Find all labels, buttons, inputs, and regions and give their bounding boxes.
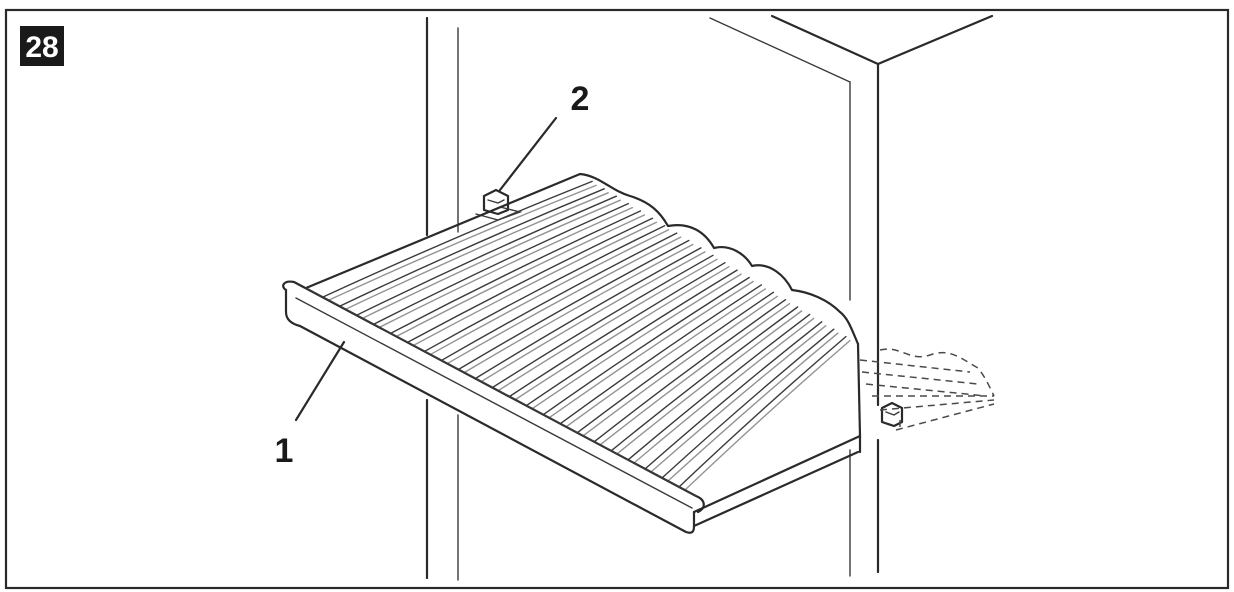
callout-1: 1 (275, 340, 346, 470)
shelf-groove-line (559, 284, 762, 425)
shelf-groove-line (322, 180, 593, 298)
shelf-groove-line (396, 214, 646, 337)
shelf-groove-line (356, 195, 617, 316)
shelf-groove-line (542, 276, 750, 416)
shelf-support-right (880, 401, 904, 428)
shelf-groove-line (390, 210, 642, 334)
shelf-groove-line (345, 192, 609, 310)
shelf-groove-line (627, 313, 811, 461)
diagram-frame (4, 8, 1230, 590)
shelf-groove-line (616, 310, 803, 455)
shelf-groove-line (548, 280, 754, 419)
shelf-groove-line (373, 202, 629, 325)
shelf-groove-line (474, 247, 702, 380)
figure-number: 28 (25, 31, 58, 64)
shelf-groove-line (661, 328, 835, 479)
shelf-groove-line (678, 335, 847, 488)
shelf-groove-line (441, 232, 678, 361)
shelf-groove-line (593, 299, 787, 443)
shelf-groove-line (525, 269, 738, 407)
shelf-front-rail (282, 280, 862, 534)
shelf-groove-line (565, 288, 766, 428)
shelf-groove-line (644, 321, 823, 470)
shelf-groove-line (531, 273, 742, 410)
shelf-groove-line (447, 236, 682, 364)
shelf-groove-line (328, 184, 597, 301)
shelf-groove-line (508, 262, 726, 398)
shelf-groove-line (339, 188, 605, 307)
cabinet-right-wall (709, 14, 994, 577)
shelf-groove-line (599, 303, 791, 446)
shelf-groove-line (480, 251, 706, 383)
shelf-inserted-position-outline (859, 348, 995, 432)
shelf-groove-line (430, 229, 670, 355)
callout-label-2: 2 (571, 80, 590, 118)
shelf-grooves (322, 180, 851, 491)
shelf-groove-line (463, 243, 694, 374)
cabinet-left-wall (425, 16, 459, 581)
shelf-groove-line (497, 258, 718, 392)
shelf-groove-line (379, 206, 633, 328)
shelf-groove-line (650, 325, 827, 473)
shelf-groove-line (514, 266, 730, 401)
shelf-groove-line (667, 332, 839, 482)
callout-2: 2 (498, 80, 590, 192)
shelf-groove-line (407, 217, 654, 343)
shelf-groove-line (633, 317, 815, 464)
shelf-groove-line (491, 254, 714, 389)
figure-number-badge: 28 (20, 26, 64, 66)
shelf-groove-line (457, 239, 690, 371)
shelf-groove-line (582, 295, 779, 437)
shelf-groove-line (610, 306, 799, 452)
callout-label-1: 1 (275, 432, 294, 470)
shelf-groove-line (576, 291, 775, 434)
shelf-groove-line (413, 221, 658, 346)
shelf-groove-line (362, 199, 621, 319)
shelf-groove-line (684, 339, 851, 491)
shelf-groove-line (424, 225, 666, 352)
